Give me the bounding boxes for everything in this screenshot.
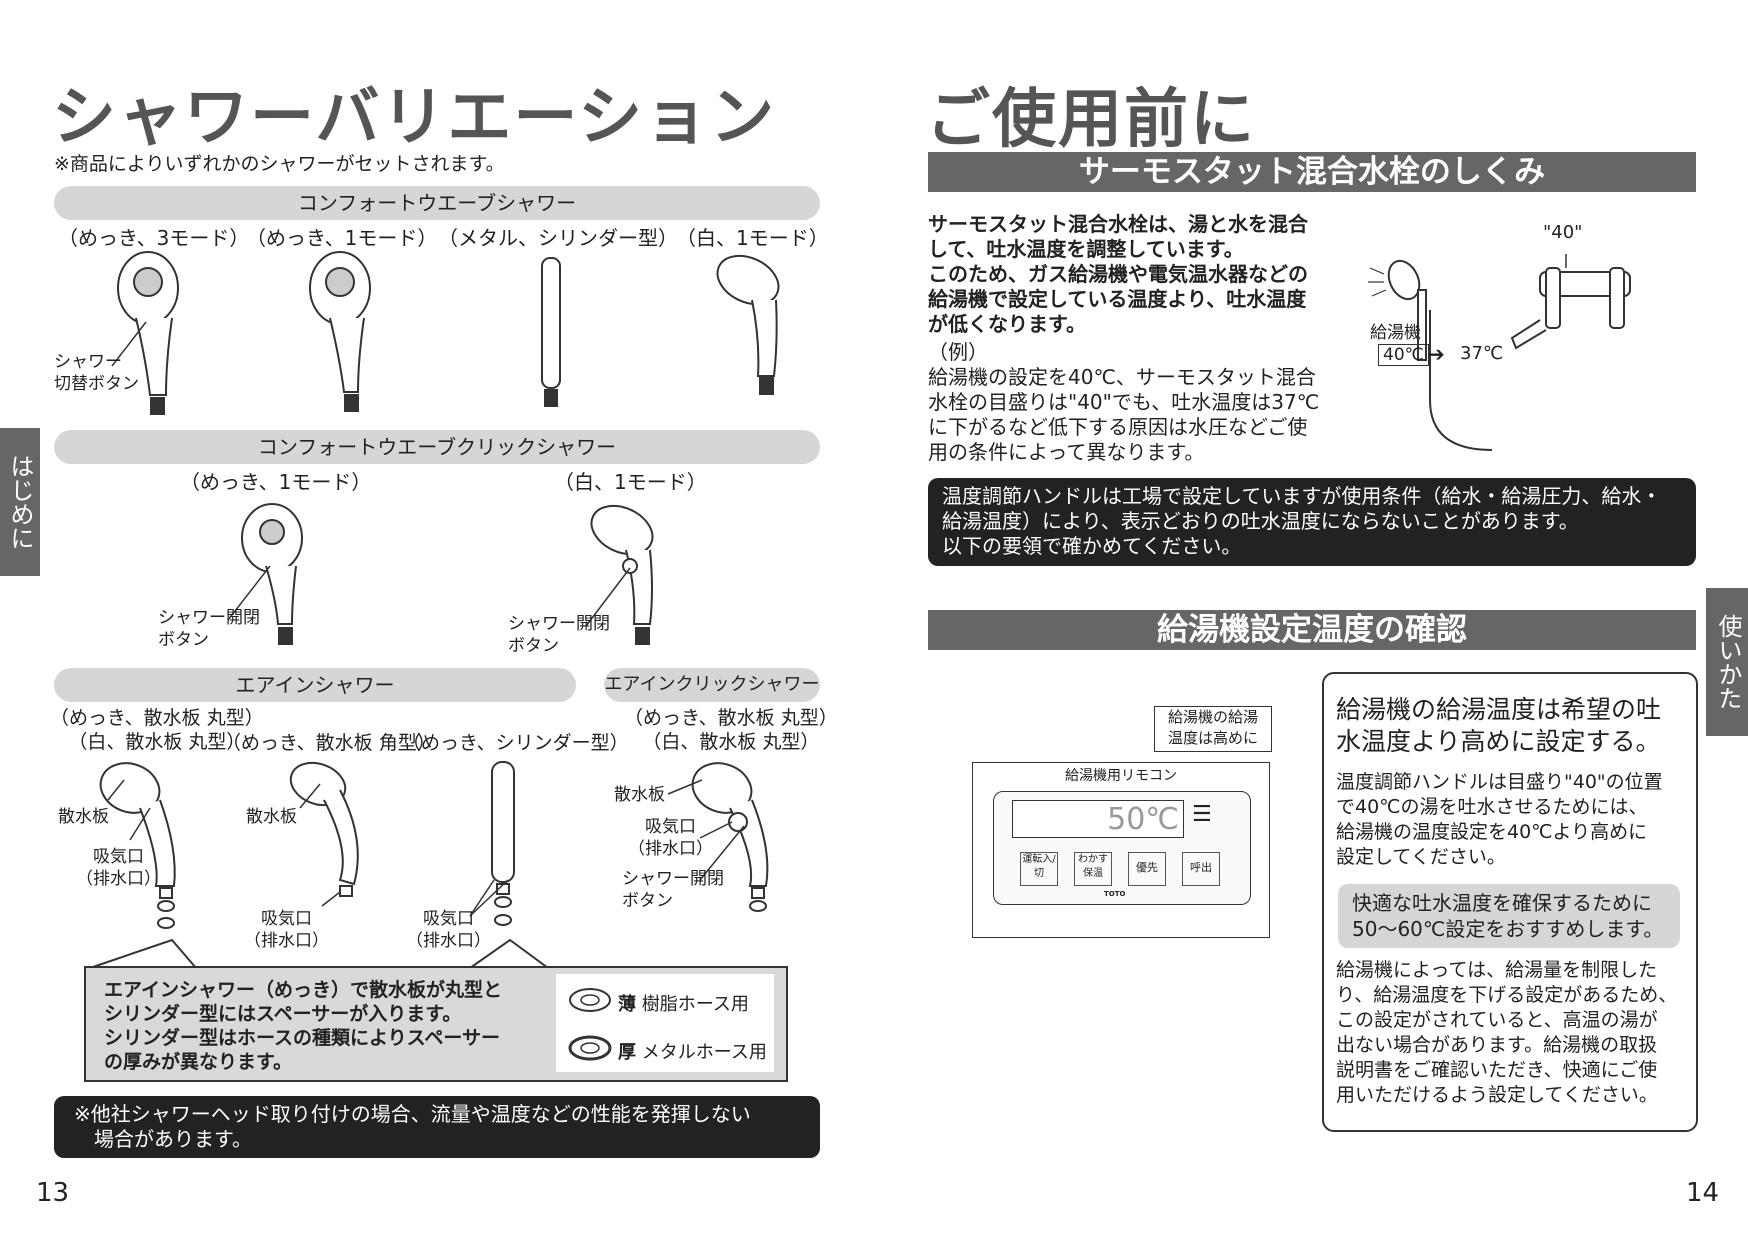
recommend-highlight: 快適な吐水温度を確保するために 50～60℃設定をおすすめします。 <box>1338 884 1680 948</box>
shower-head-airin-cylinder <box>491 761 515 926</box>
label-airin-cylinder: （めっき、シリンダー型） <box>402 732 629 754</box>
dial-setting-label: "40" <box>1543 222 1583 243</box>
spacer-info-text: エアインシャワー（めっき）で散水板が丸型と シリンダー型にはスペーサーが入ります… <box>104 979 503 1073</box>
spacer-legend: 薄 樹脂ホース用 厚 メタルホース用 <box>556 974 774 1072</box>
spacer-ring-icons <box>568 988 612 1061</box>
callout-onoff-button-c: シャワー開閉ボタン <box>622 869 724 911</box>
label-click-white: （白、1モード） <box>554 470 707 494</box>
signal-icon: ☰ <box>1192 802 1212 827</box>
right-page-title: ご使用前に <box>926 83 1256 157</box>
shower-head-plated-1mode <box>309 251 371 412</box>
remote-brand: TOTO <box>1104 890 1126 898</box>
remote-reheat-button[interactable]: わかす保温 <box>1074 852 1112 886</box>
page-number-right: 14 <box>1686 1178 1720 1208</box>
handle-setting-warning: 温度調節ハンドルは工場で設定していますが使用条件（給水・給湯圧力、給水・ 給湯温… <box>928 478 1696 566</box>
shower-head-airin-square <box>289 761 359 897</box>
advice-heading: 給湯機の給湯温度は希望の吐 水温度より高めに設定する。 <box>1336 695 1662 756</box>
label-white-1mode: （白、1モード） <box>676 226 829 250</box>
shower-head-click-white <box>590 504 654 645</box>
water-heater-label: 給湯機 <box>1370 323 1421 343</box>
other-brand-note: ※他社シャワーヘッド取り付けの場合、流量や温度などの性能を発揮しない 場合があり… <box>54 1096 820 1158</box>
advice-text-1: 温度調節ハンドルは目盛り"40"の位置 で40℃の湯を吐水させるためには、 給湯… <box>1336 771 1663 868</box>
callout-intake-3: 吸気口（排水口） <box>406 909 491 951</box>
spacer-thick: 厚 メタルホース用 <box>618 1042 767 1063</box>
side-tab-hajimeni[interactable]: はじめに <box>0 428 40 576</box>
callout-onoff-button-a: シャワー開閉ボタン <box>158 608 260 650</box>
callout-plate-4: 散水板 <box>614 785 665 805</box>
remote-power-button[interactable]: 運転入/切 <box>1020 852 1058 886</box>
thermostat-explanation: サーモスタット混合水栓は、湯と水を混合 して、吐水温度を調整しています。 このた… <box>928 212 1308 336</box>
remote-tag: 給湯機の給湯温度は高めに <box>1154 706 1272 752</box>
remote-priority-button[interactable]: 優先 <box>1128 852 1166 886</box>
example-text: （例） 給湯機の設定を40℃、サーモスタット混合 水栓の目盛りは"40"でも、吐… <box>928 340 1320 464</box>
shower-head-click-plated <box>241 503 303 645</box>
heater-temp-bar: 給湯機設定温度の確認 <box>928 610 1696 650</box>
outlet-temp-label: 37℃ <box>1460 343 1504 364</box>
arrow-icon: ➔ <box>1428 342 1445 366</box>
shower-head-airin-round <box>99 762 176 929</box>
section-header-comfort-wave: コンフォートウエーブシャワー <box>54 186 820 220</box>
section-header-air-in-click: エアインクリックシャワー <box>604 668 820 702</box>
remote-body: 50℃ ☰ 運転入/切 わかす保温 優先 呼出 TOTO <box>993 791 1251 905</box>
label-plated-1mode: （めっき、1モード） <box>246 226 438 250</box>
callout-intake-1: 吸気口（排水口） <box>76 847 161 889</box>
label-metal-cylinder: （メタル、シリンダー型） <box>438 226 678 250</box>
spacer-thin: 薄 樹脂ホース用 <box>618 994 749 1015</box>
side-tab-tsukaikata[interactable]: 使いかた <box>1706 588 1748 736</box>
callout-onoff-button-b: シャワー開閉ボタン <box>508 614 610 656</box>
callout-plate-1: 散水板 <box>58 807 109 827</box>
callout-intake-2: 吸気口（排水口） <box>244 909 329 951</box>
shower-head-airin-click <box>691 762 769 912</box>
remote-outline: 給湯機用リモコン 50℃ ☰ 運転入/切 わかす保温 優先 呼出 TOTO <box>972 762 1270 938</box>
left-page-title: シャワーバリエーション <box>52 81 777 155</box>
label-click-plated: （めっき、1モード） <box>180 470 372 494</box>
remote-display: 50℃ <box>1012 800 1184 838</box>
shower-head-metal-cylinder <box>541 257 561 407</box>
temperature-advice-box: 給湯機の給湯温度は希望の吐 水温度より高めに設定する。 温度調節ハンドルは目盛り… <box>1322 672 1698 1132</box>
label-airin-square: （めっき、散水板 角型） <box>222 732 436 754</box>
shower-head-white-1mode <box>716 254 780 395</box>
heater-temp-box: 40℃ <box>1378 344 1429 366</box>
callout-plate-2: 散水板 <box>246 807 297 827</box>
page-number-left: 13 <box>36 1178 70 1208</box>
callout-mode-switch: シャワー切替ボタン <box>54 352 139 394</box>
advice-text-2: 給湯機によっては、給湯量を制限した り、給湯温度を下げる設定があるため、 この設… <box>1336 959 1678 1106</box>
label-airin-click: （めっき、散水板 丸型）（白、散水板 丸型） <box>624 707 838 753</box>
thermostat-bar: サーモスタット混合水栓のしくみ <box>928 152 1696 192</box>
spacer-info-box: エアインシャワー（めっき）で散水板が丸型と シリンダー型にはスペーサーが入ります… <box>84 966 788 1082</box>
section-header-comfort-wave-click: コンフォートウエーブクリックシャワー <box>54 430 820 464</box>
remote-label: 給湯機用リモコン <box>1065 768 1177 784</box>
set-note: ※商品によりいずれかのシャワーがセットされます。 <box>54 153 505 175</box>
callout-intake-4: 吸気口（排水口） <box>628 817 713 859</box>
label-plated-3mode: （めっき、3モード） <box>58 226 250 250</box>
remote-call-button[interactable]: 呼出 <box>1182 852 1220 886</box>
faucet-illustration <box>1368 254 1631 451</box>
shower-head-plated-3mode <box>117 251 179 415</box>
label-airin-round: （めっき、散水板 丸型）（白、散水板 丸型） <box>50 707 264 753</box>
section-header-air-in: エアインシャワー <box>54 668 576 702</box>
